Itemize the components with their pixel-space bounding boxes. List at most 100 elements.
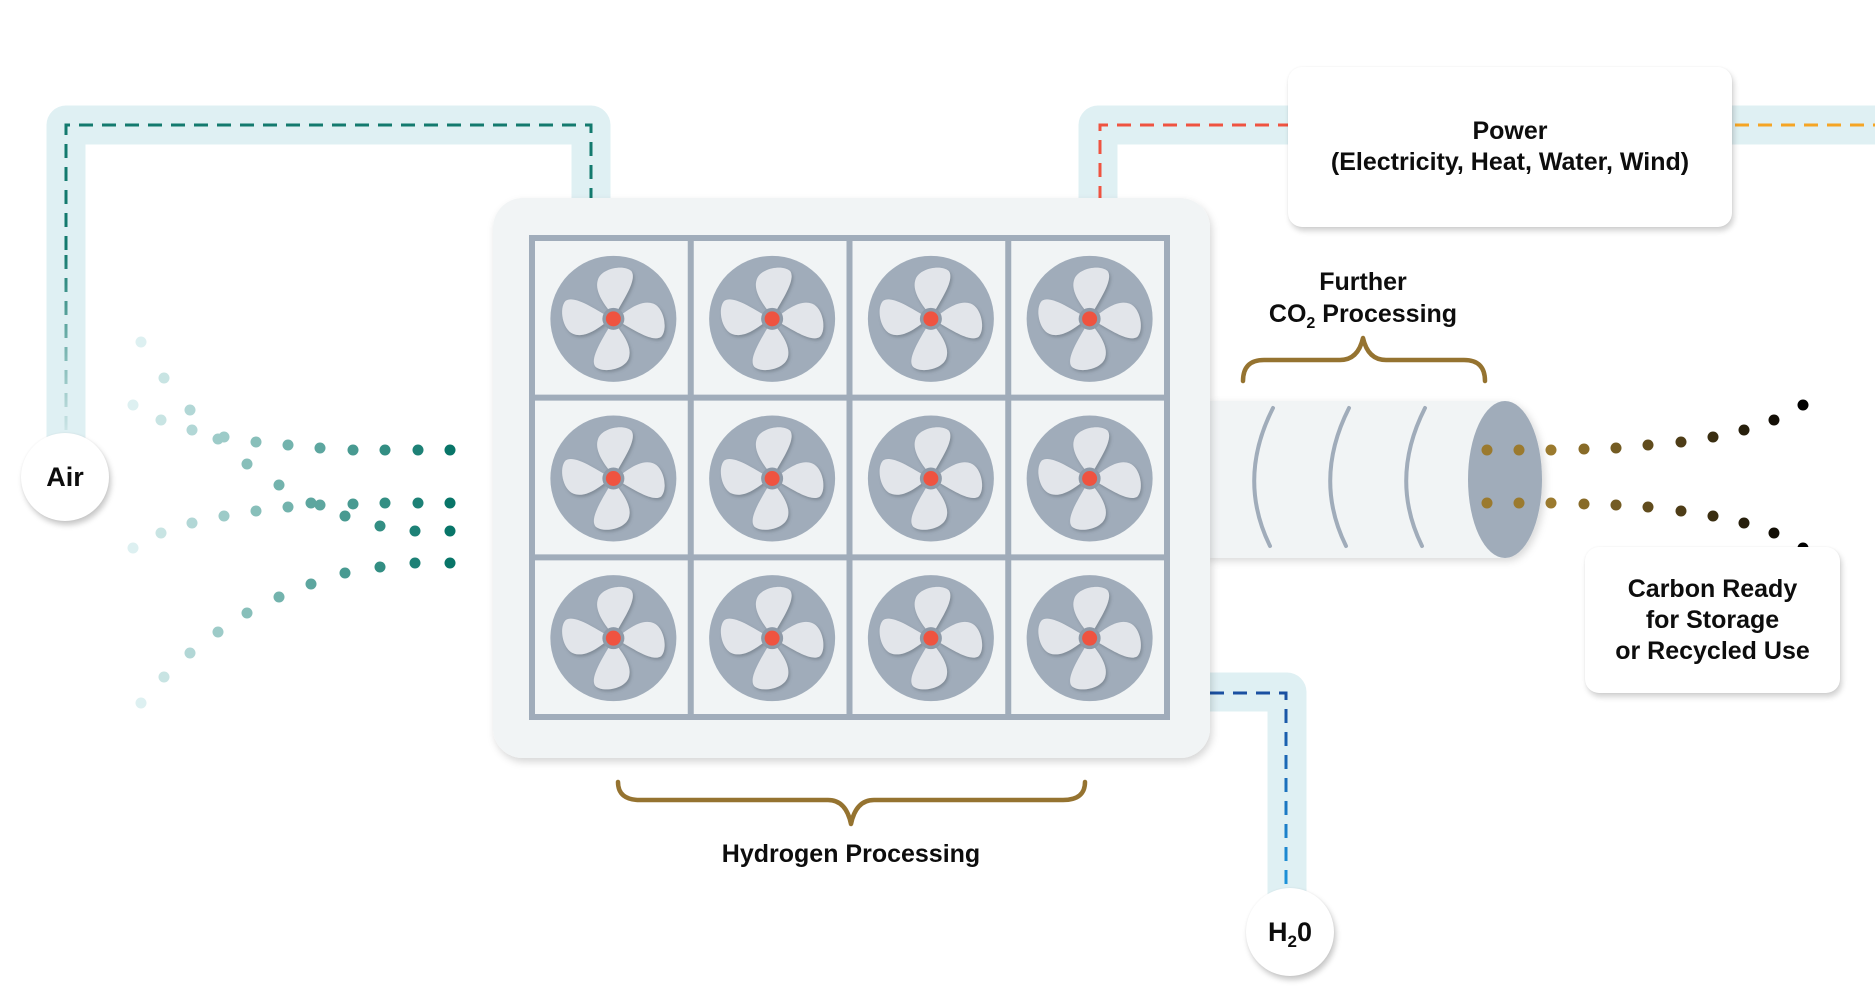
fan-blade [752, 482, 789, 530]
air-dot [218, 431, 230, 443]
fan-hub [605, 311, 621, 327]
fan-blade [934, 621, 983, 658]
air-dot [186, 424, 198, 436]
water-pipe [1200, 672, 1307, 900]
fan-blades [1038, 427, 1141, 530]
water-pipe-flow-line [1210, 691, 1288, 885]
co2-processing-brace [1240, 335, 1488, 384]
carbon-dot [1738, 517, 1750, 529]
fan-hub [923, 630, 939, 646]
air-dot [135, 697, 147, 709]
fan-blades [562, 267, 665, 371]
carbon-dot [1768, 527, 1780, 539]
fan-blades [720, 267, 824, 371]
fan-blade [1073, 586, 1110, 635]
cylinder-end-cap [1468, 401, 1542, 558]
air-dot [241, 458, 253, 470]
fan-blade [1070, 642, 1106, 690]
air-dot [444, 444, 456, 456]
carbon-dot [1578, 498, 1590, 510]
fan-blade [1093, 462, 1141, 498]
air-dot [412, 444, 424, 456]
fan-icon [867, 255, 994, 382]
fan-grid [529, 235, 1170, 720]
carbon-dot [1578, 443, 1590, 455]
hydrogen-processing-text: Hydrogen Processing [721, 840, 981, 868]
air-dot [184, 404, 196, 416]
air-dot [409, 557, 421, 569]
hydrogen-processing-label: Hydrogen Processing [651, 838, 1051, 870]
air-intake-dots [127, 336, 456, 709]
co2-processing-line: CO2 Processing [1213, 298, 1513, 332]
air-dot [273, 479, 285, 491]
fan-blade [776, 302, 824, 339]
fan-blade [1093, 302, 1141, 339]
fan-blades [1038, 586, 1141, 690]
fan-icon [709, 575, 836, 702]
carbon-dot [1797, 399, 1809, 411]
fan-blade [914, 586, 951, 635]
fan-blade [720, 618, 769, 655]
fan-blade [1070, 322, 1106, 371]
fan-blade [752, 642, 789, 690]
fan-blade [1038, 459, 1086, 495]
carbon-dot [1545, 497, 1557, 509]
carbon-dot [1675, 436, 1687, 448]
fan-icon [709, 255, 836, 382]
air-dot [444, 557, 456, 569]
fan-blades [562, 586, 665, 690]
fan-blade [755, 427, 792, 475]
co-text: CO [1268, 300, 1307, 328]
air-dot [444, 497, 456, 509]
water-label: H20 [1268, 917, 1312, 950]
air-dot [212, 626, 224, 638]
air-dot [250, 505, 262, 517]
fan-blade [720, 459, 769, 495]
air-dot [127, 399, 139, 411]
cylinder-ring [1404, 406, 1427, 548]
fan-blade [776, 462, 824, 498]
fan-hub [1082, 471, 1098, 486]
air-dot [184, 647, 196, 659]
fan-hub [1082, 311, 1098, 327]
cylinder-ring [1328, 406, 1351, 548]
fan-hub [764, 311, 780, 327]
fan-icon [867, 575, 994, 702]
air-dot [127, 542, 139, 554]
fan-blade [593, 642, 630, 690]
carbon-dot [1675, 505, 1687, 517]
fan-blade [1038, 618, 1086, 655]
air-dot [314, 499, 326, 511]
fan-icon [1026, 575, 1153, 702]
hydrogen-processing-brace [615, 779, 1088, 827]
carbon-dot [1513, 497, 1525, 509]
fan-blade [1070, 482, 1106, 530]
power-title: Power [1472, 117, 1548, 145]
air-dot [374, 561, 386, 573]
fan-blade [934, 462, 983, 498]
fan-blade [593, 322, 630, 371]
fan-blade [597, 586, 633, 635]
power-source-card: Power (Electricity, Heat, Water, Wind) [1288, 67, 1732, 227]
air-dot [412, 497, 424, 509]
carbon-dot [1707, 431, 1719, 443]
fan-blade [911, 482, 948, 530]
fan-hub [764, 630, 780, 646]
cylinder-body [1205, 401, 1505, 558]
fan-blade [562, 299, 610, 336]
water-output-node: H20 [1246, 888, 1334, 976]
air-dot [282, 501, 294, 513]
fan-blade [562, 459, 610, 495]
water-pipe-body [1200, 672, 1307, 900]
air-dot [155, 527, 167, 539]
carbon-dot [1481, 444, 1493, 456]
carbon-dot [1610, 442, 1622, 454]
fan-blade [617, 462, 665, 498]
fan-blade [752, 322, 789, 371]
fan-icon [550, 255, 677, 382]
fan-blade [597, 427, 633, 475]
fan-blade [1093, 621, 1141, 658]
fan-hub [923, 471, 939, 486]
air-dot [155, 414, 167, 426]
carbon-dot [1545, 444, 1557, 456]
